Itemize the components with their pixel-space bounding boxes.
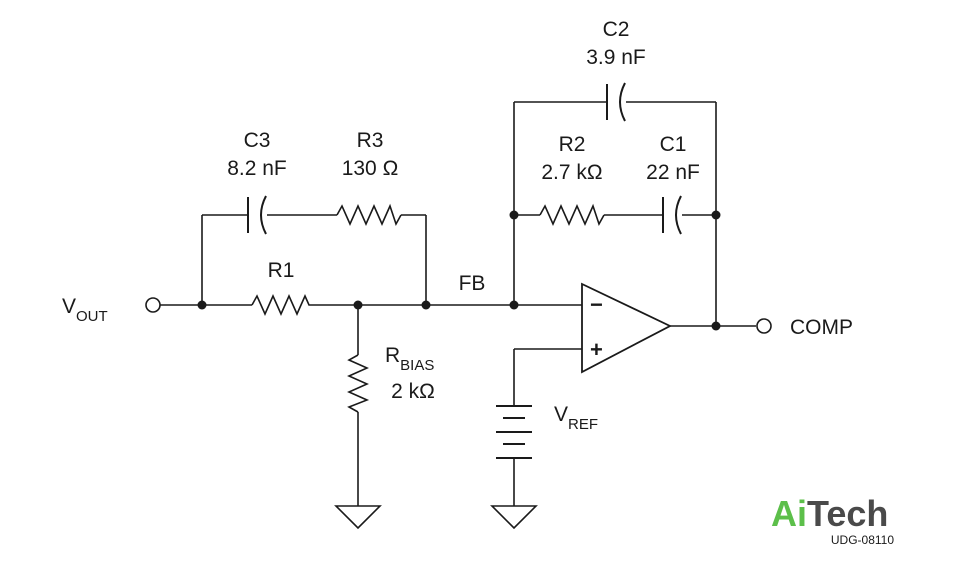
junction-dot xyxy=(353,300,363,310)
junction-dot xyxy=(509,300,519,310)
aitech-logo: AiTech xyxy=(771,493,888,534)
ground-symbol-left xyxy=(334,505,382,530)
c3-value-label: 8.2 nF xyxy=(227,157,287,180)
c1-capacitor xyxy=(662,195,682,235)
comp-terminal xyxy=(756,318,772,334)
rbias-label-main: R xyxy=(385,344,400,367)
vout-label: VOUT xyxy=(62,295,108,325)
comp-label: COMP xyxy=(790,316,853,339)
junction-dots xyxy=(197,210,721,331)
r1-name-label: R1 xyxy=(268,259,295,282)
vref-label-main: V xyxy=(554,403,568,426)
r3-resistor xyxy=(336,203,402,226)
junction-dot xyxy=(421,300,431,310)
r1-resistor xyxy=(251,294,312,316)
c3-capacitor xyxy=(247,195,267,235)
junction-dot xyxy=(711,321,721,331)
ground-symbol-right xyxy=(490,505,538,530)
vout-label-sub: OUT xyxy=(76,308,108,325)
figure-code-label: UDG-08110 xyxy=(831,533,894,547)
rbias-value-label: 2 kΩ xyxy=(391,380,435,403)
junction-dot xyxy=(711,210,721,220)
op-amp: − + xyxy=(581,282,673,374)
c2-capacitor xyxy=(606,82,626,122)
vout-terminal xyxy=(145,297,161,313)
vref-label: VREF xyxy=(554,403,598,433)
rbias-label-sub: BIAS xyxy=(400,357,434,374)
c2-name-label: C2 xyxy=(603,18,630,41)
vout-label-main: V xyxy=(62,295,76,318)
rbias-name-label: RBIAS xyxy=(385,344,434,374)
junction-dot xyxy=(197,300,207,310)
vref-battery xyxy=(496,405,532,459)
junction-dot xyxy=(509,210,519,220)
opamp-plus-sign: + xyxy=(590,337,603,362)
c1-value-label: 22 nF xyxy=(646,161,700,184)
rbias-resistor xyxy=(347,354,370,413)
r3-value-label: 130 Ω xyxy=(342,157,399,180)
logo-part-tech: Tech xyxy=(807,493,888,534)
opamp-minus-sign: − xyxy=(590,292,603,317)
vref-label-sub: REF xyxy=(568,416,598,433)
r3-name-label: R3 xyxy=(357,129,384,152)
fb-node-label: FB xyxy=(459,272,486,295)
r2-resistor xyxy=(539,203,605,226)
r2-name-label: R2 xyxy=(559,133,586,156)
c2-value-label: 3.9 nF xyxy=(586,46,646,69)
r2-value-label: 2.7 kΩ xyxy=(541,161,602,184)
c3-name-label: C3 xyxy=(244,129,271,152)
c1-name-label: C1 xyxy=(660,133,687,156)
logo-part-ai: Ai xyxy=(771,493,807,534)
